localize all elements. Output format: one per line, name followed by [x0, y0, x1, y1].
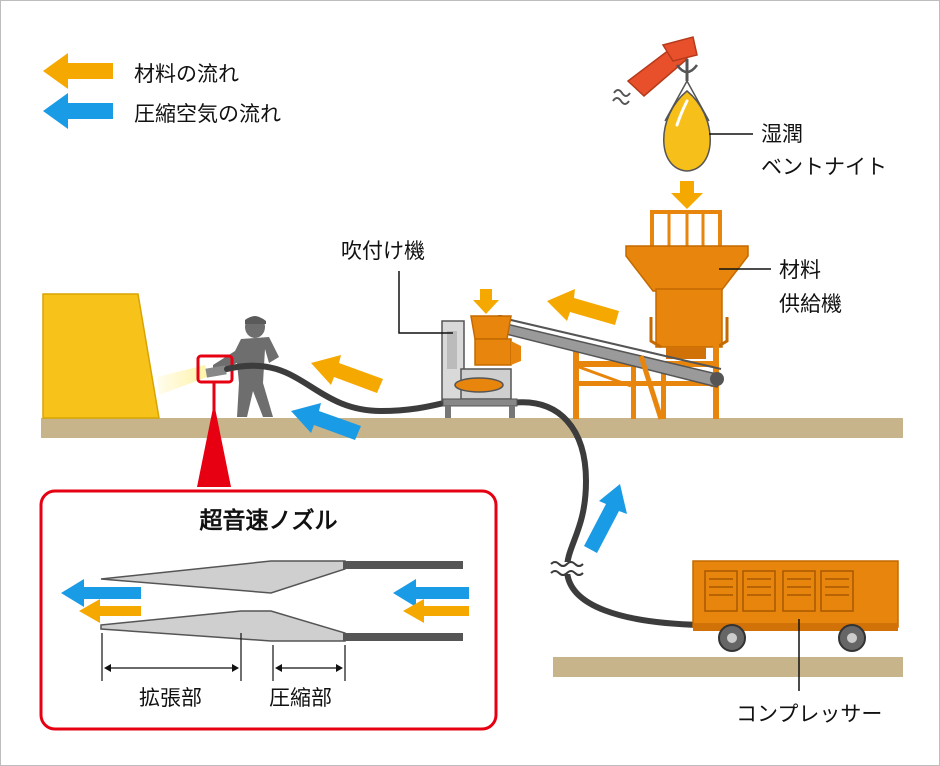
spray-machine-leader: [398, 271, 453, 334]
spray-plume: [157, 365, 207, 395]
detail-material-arrow-out: [79, 599, 141, 623]
detail-material-arrow-in: [403, 599, 469, 623]
nozzle-detail-panel: [39, 489, 498, 731]
compressor: [692, 560, 899, 652]
feeder-label-line2: 供給機: [779, 292, 842, 316]
nozzle-expansion-label: 拡張部: [139, 686, 202, 710]
spray-machine: [441, 315, 521, 418]
feeder-label-line1: 材料: [779, 258, 821, 282]
air-flow-arrow-2: [584, 484, 627, 553]
nozzle-dimension-arrowheads: [104, 664, 343, 672]
feeder-drop-arrow: [671, 181, 703, 209]
crane-bucket: [612, 36, 711, 172]
spray-hose: [224, 362, 447, 415]
air-hose: [508, 399, 704, 628]
nozzle-compression-label: 圧縮部: [269, 686, 332, 710]
ground-upper: [41, 418, 903, 438]
detail-air-arrow-out: [61, 579, 141, 607]
legend-air-arrow: [43, 93, 113, 129]
nozzle-highlight-pointer: [197, 403, 231, 487]
tunnel-face: [42, 293, 160, 419]
legend-material-arrow: [43, 53, 113, 89]
ground-lower: [553, 657, 903, 677]
air-flow-arrow-1: [291, 403, 361, 440]
spray-machine-label: 吹付け機: [341, 239, 425, 263]
nozzle-detail-title: 超音速ノズル: [199, 508, 338, 534]
material-flow-arrow-1: [311, 355, 383, 393]
hose-break-symbol: [550, 561, 584, 576]
nozzle-dimension-lines: [101, 633, 346, 681]
nozzle-upper-pipe: [343, 561, 463, 569]
detail-air-arrow-in: [393, 579, 469, 607]
hopper-drop-arrow: [473, 289, 499, 314]
nozzle-lower-pipe: [343, 633, 463, 641]
legend-air-label: 圧縮空気の流れ: [134, 102, 281, 126]
bentonite-label-line1: 湿潤: [761, 122, 803, 146]
compressor-label: コンプレッサー: [736, 702, 883, 726]
legend-material-label: 材料の流れ: [134, 62, 239, 86]
hand-nozzle: [205, 365, 227, 378]
material-flow-arrow-2: [547, 289, 619, 325]
bentonite-label-line2: ベントナイト: [761, 155, 887, 179]
